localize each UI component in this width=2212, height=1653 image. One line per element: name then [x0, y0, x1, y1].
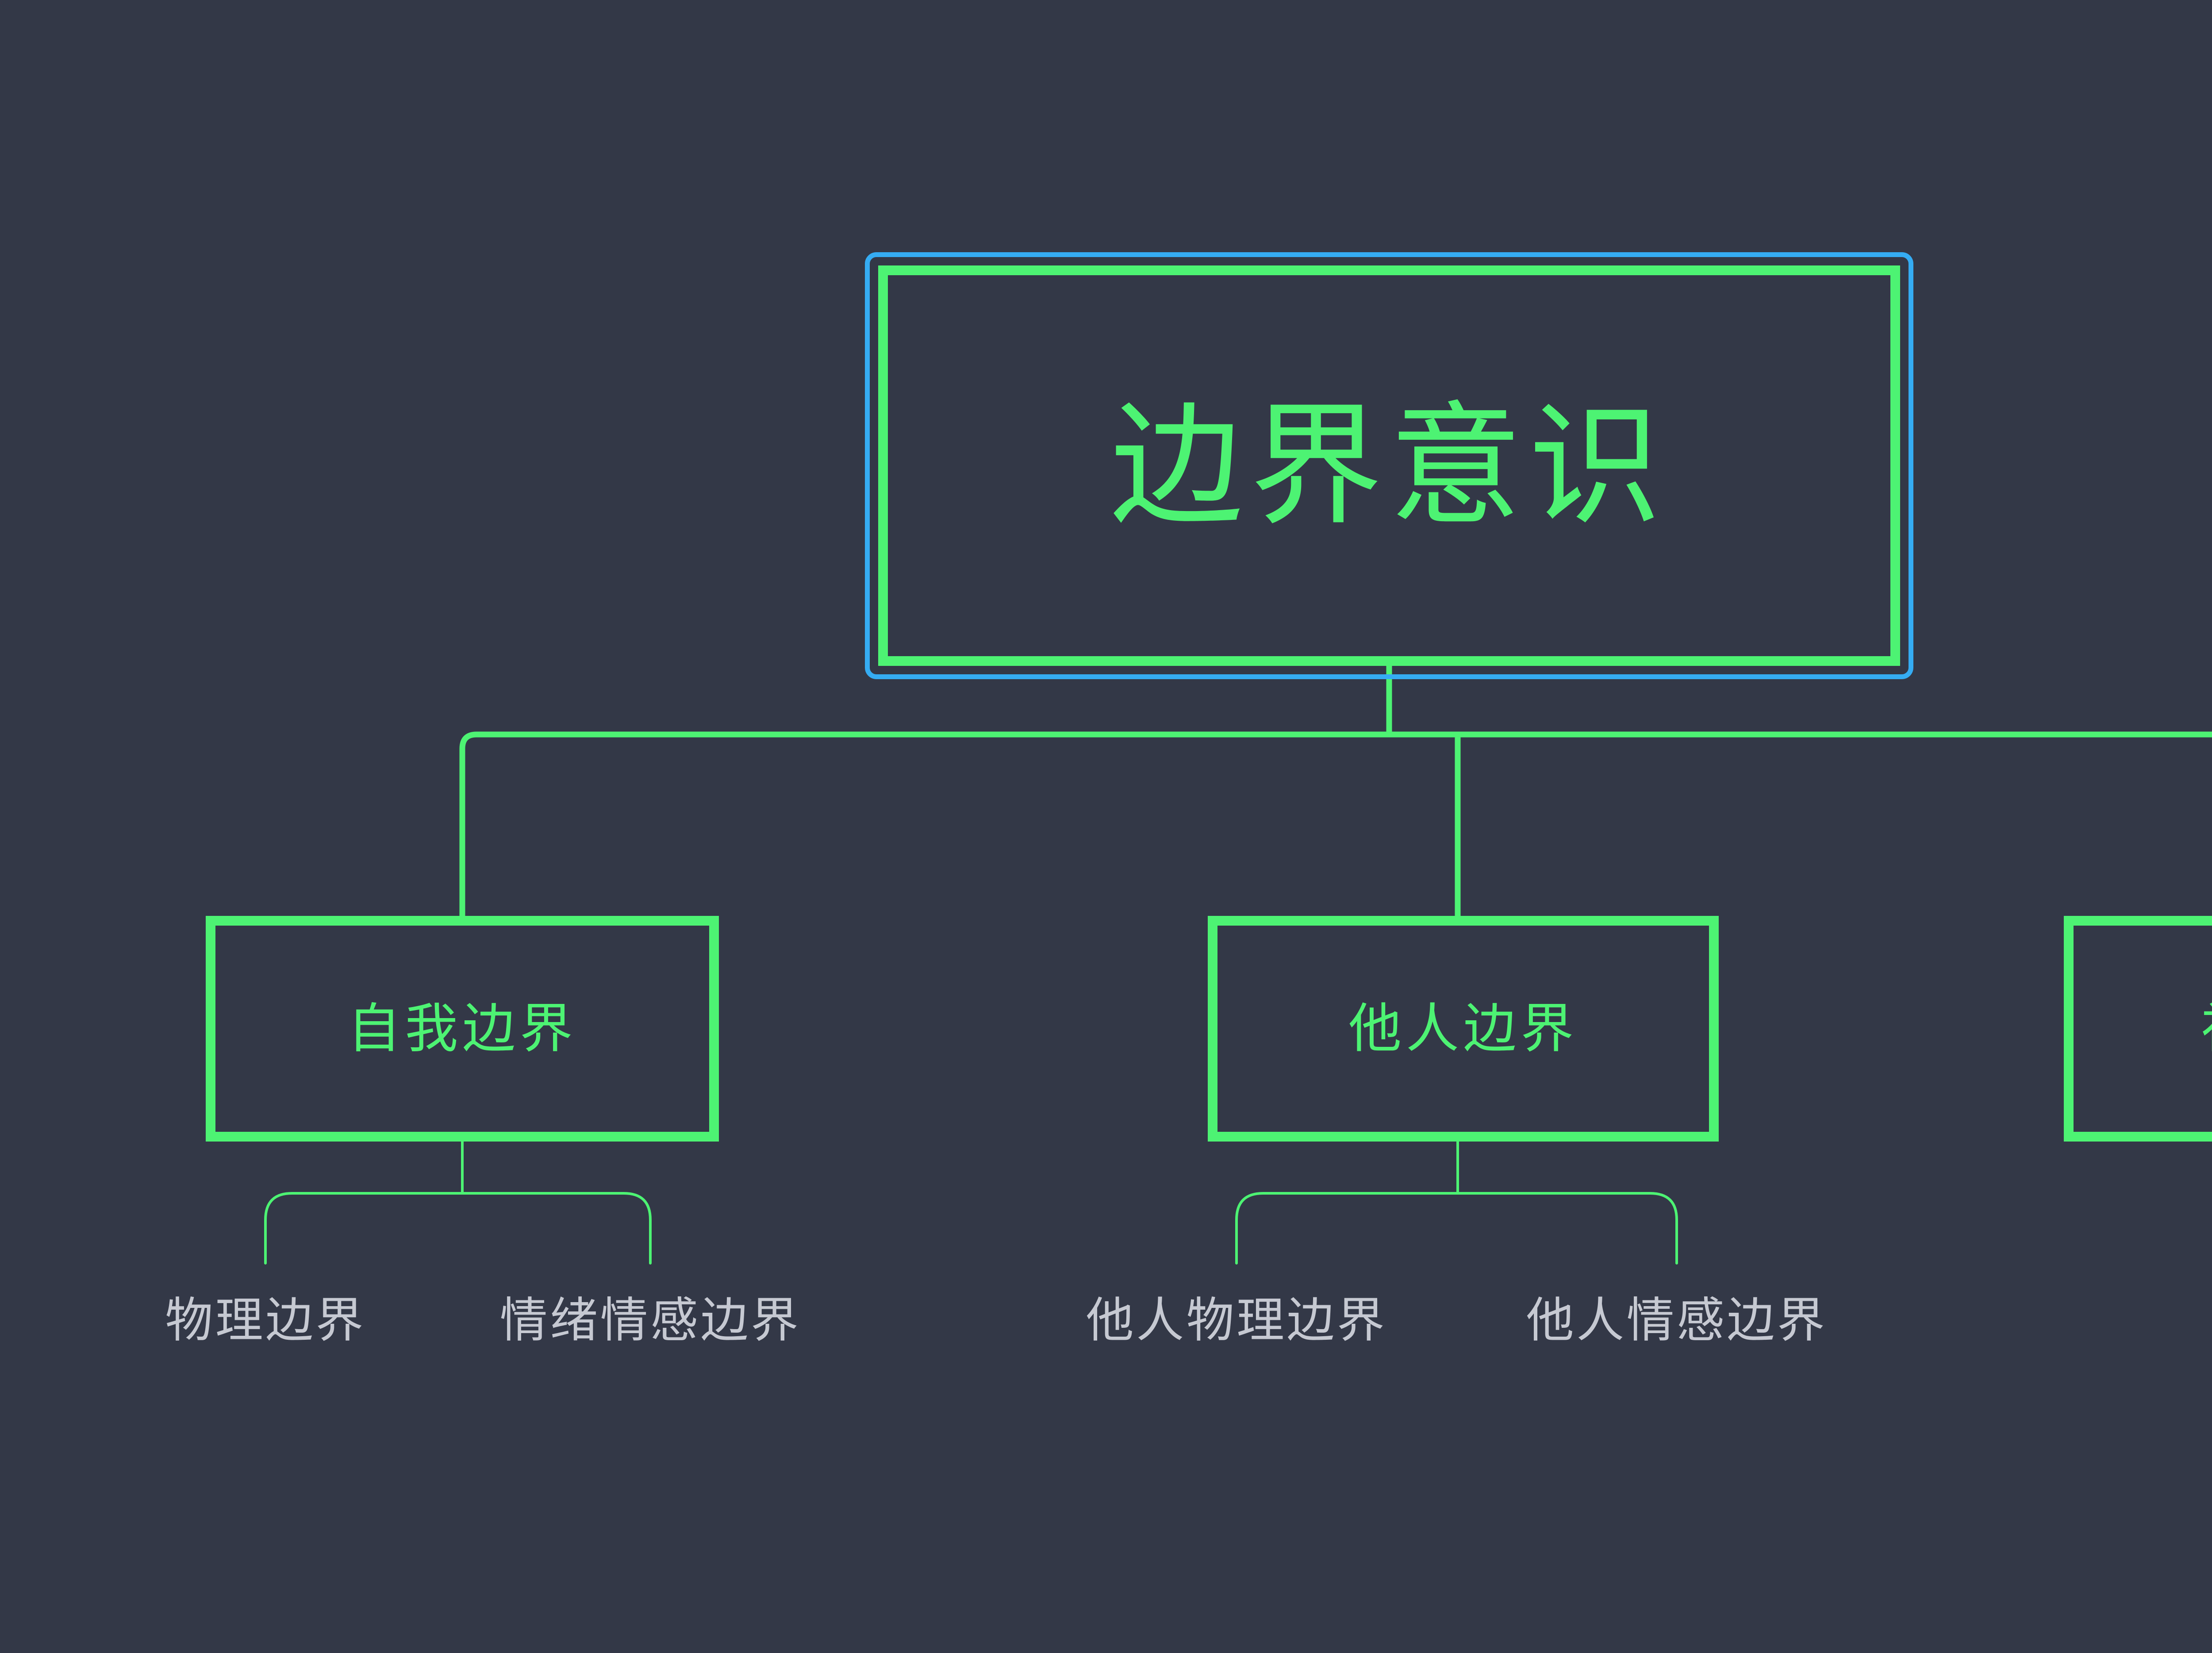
branch-node-social[interactable]: 社会边界: [2064, 916, 2212, 1142]
branch-node-label: 社会边界: [2201, 1002, 2212, 1055]
leaf-node-physical-boundary[interactable]: 物理边界: [165, 1293, 366, 1347]
connector-branch1-bus: [1235, 1192, 1678, 1265]
branch-node-label: 自我边界: [347, 999, 577, 1058]
branch-node-self[interactable]: 自我边界: [206, 916, 719, 1142]
leaf-node-others-physical-boundary[interactable]: 他人物理边界: [1086, 1293, 1387, 1347]
connector-bus-level2: [459, 731, 2212, 916]
branch-node-label: 他人边界: [1348, 999, 1578, 1058]
leaf-node-others-emotional-boundary[interactable]: 他人情感边界: [1526, 1293, 1828, 1347]
leaf-node-emotional-boundary[interactable]: 情绪情感边界: [499, 1293, 801, 1347]
root-selection-outline: [865, 252, 1913, 679]
root-node[interactable]: 边界意识: [878, 265, 1900, 666]
root-node-label: 边界意识: [1110, 391, 1668, 540]
branch-node-others[interactable]: 他人边界: [1208, 916, 1719, 1142]
connector-branch0-bus: [264, 1192, 652, 1265]
